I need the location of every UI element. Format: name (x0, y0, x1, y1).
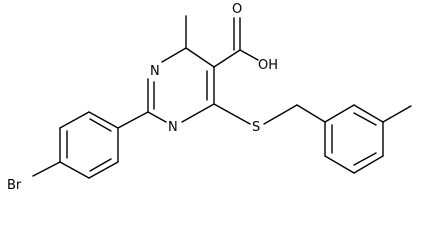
bond-ph1-b (59, 111, 90, 129)
bond-ph2-b-inner (353, 112, 377, 126)
bond-c5-c4 (185, 47, 215, 68)
bond-lines (32, 15, 412, 179)
bond-ch2-ring (296, 104, 326, 123)
bond-ph1-e-inner (89, 158, 112, 172)
chemical-structure-diagram: N N OH O S Br (7, 2, 412, 193)
bond-c5-carboxyl (213, 49, 241, 68)
bond-c6-s (213, 103, 251, 125)
atom-label-sulfur: S (252, 120, 260, 135)
bond-c2-n1 (147, 111, 167, 123)
atom-label-n-upper: N (150, 64, 160, 79)
atom-labels: N N OH O S Br (7, 2, 278, 193)
bond-ph2-d (353, 155, 384, 174)
atom-label-bromine: Br (7, 178, 22, 193)
bond-ph1-a-inner (89, 118, 112, 132)
bond-ph1-d (59, 161, 90, 179)
bond-ph1-e (88, 161, 119, 179)
atom-label-hydroxyl: OH (258, 58, 278, 73)
bond-c-br (32, 161, 61, 177)
bond-ph2-e (324, 155, 355, 174)
atom-label-n-lower: N (168, 120, 178, 135)
bond-c2-phenyl (117, 111, 149, 129)
bond-ph2-d-inner (353, 152, 377, 166)
bond-hydroxyl (239, 49, 259, 61)
bond-ph2-a (324, 104, 355, 123)
bond-c4-n3 (161, 47, 187, 63)
bond-n1-c6 (181, 103, 215, 123)
bond-s-ch2 (263, 104, 298, 125)
bond-ph1-a (88, 111, 119, 129)
bond-methyl-right (382, 105, 412, 123)
bond-ph2-b (353, 104, 384, 123)
atom-label-carbonyl-oxygen: O (232, 2, 242, 17)
